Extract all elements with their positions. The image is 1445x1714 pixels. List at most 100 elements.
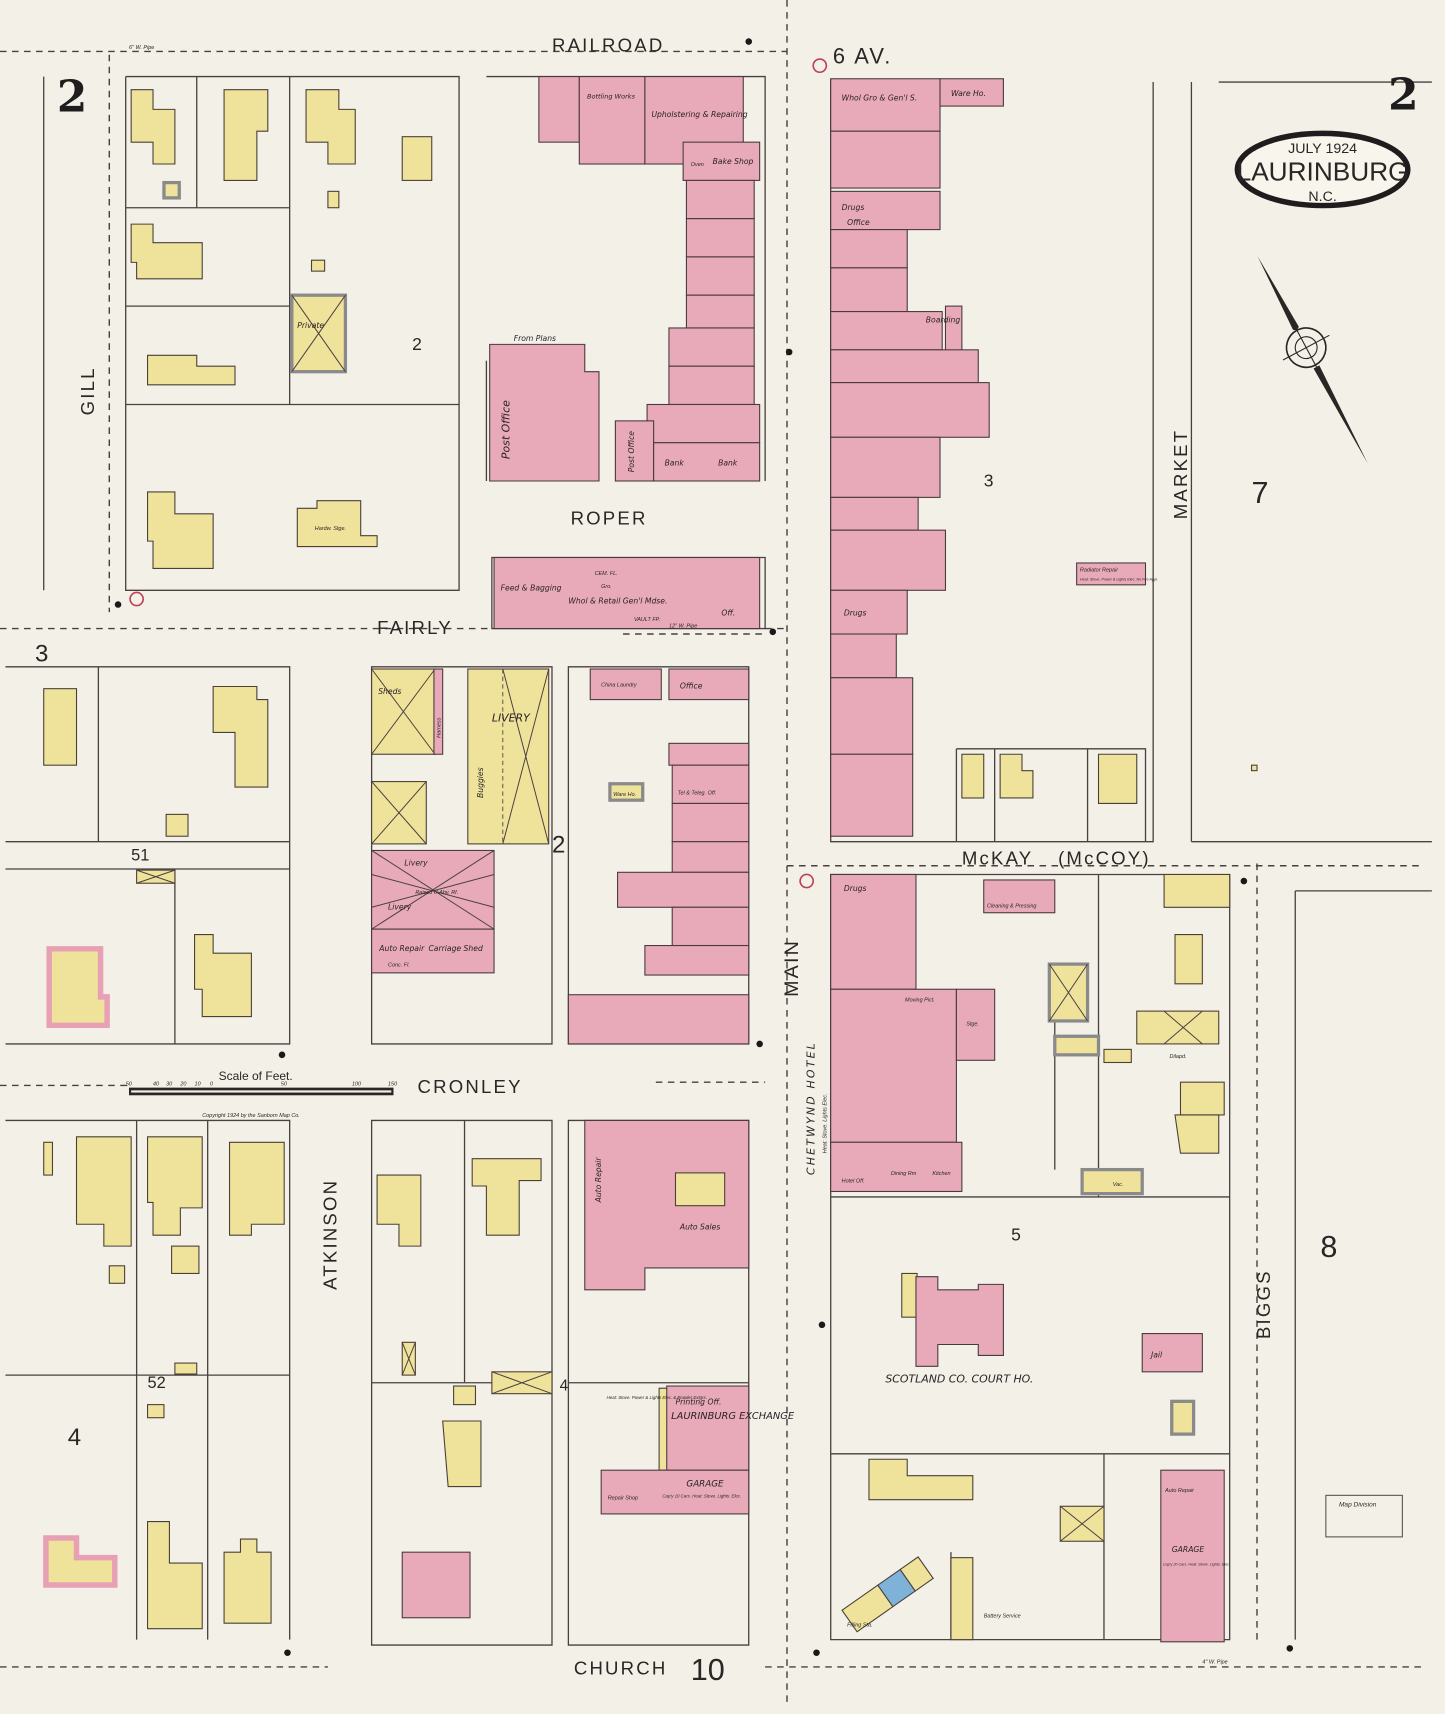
label-livery-2: Livery	[404, 859, 428, 868]
label-pipe-4: 4" W. Pipe	[1202, 1660, 1227, 1666]
street-gill: GILL	[77, 366, 98, 415]
block-51: 51	[131, 846, 149, 864]
label-stge: Stge.	[966, 1021, 979, 1027]
block-8: 8	[1320, 1230, 1337, 1264]
label-livery-3: Livery	[388, 902, 412, 911]
scale-tick: 0	[210, 1081, 213, 1087]
label-drugs-3: Drugs	[844, 884, 867, 893]
street-cronley: CRONLEY	[418, 1076, 523, 1097]
label-livery: LIVERY	[492, 711, 531, 724]
label-from-plans: From Plans	[514, 334, 556, 343]
label-garage-2-cap: Cap'y 20 Cars. Heat: Stove. Lights: Elec…	[1163, 1562, 1230, 1566]
street-mccoy: (McCOY)	[1058, 848, 1151, 869]
label-buggies: Buggies	[476, 767, 485, 798]
label-hotel-off: Hotel Off.	[842, 1179, 865, 1185]
label-drugs-2: Drugs	[844, 608, 867, 617]
label-vault: VAULT FP.	[634, 617, 660, 623]
label-garage: GARAGE	[686, 1480, 724, 1490]
scale-tick: 150	[388, 1081, 397, 1087]
street-6th-av: 6 AV.	[833, 43, 893, 68]
block-7: 7	[1252, 476, 1269, 510]
label-auto-repair-2: Auto Repair	[594, 1157, 603, 1204]
label-dining: Dining Rm	[891, 1171, 917, 1177]
label-ware-ho-2: Ware Ho.	[951, 89, 986, 98]
label-dilapd: Dilapd.	[1170, 1054, 1187, 1060]
label-hardw-stge: Hardw. Stge.	[315, 526, 346, 532]
hydrant-markers	[114, 38, 1294, 1657]
title-date: JULY 1924	[1288, 141, 1357, 157]
label-hotel-heat: Heat: Stove. Lights Elec.	[822, 1093, 828, 1153]
title-cartouche: JULY 1924 LAURINBURG N.C.	[1234, 130, 1411, 209]
label-feed: Feed & Bagging	[501, 583, 562, 592]
label-repair-shop: Repair Shop	[608, 1496, 638, 1502]
street-biggs: BIGGS	[1253, 1269, 1274, 1339]
label-office: Office	[680, 682, 703, 691]
street-mckay: McKAY	[962, 848, 1034, 869]
label-conc-fl: Conc. Fl.	[388, 962, 410, 968]
svg-text:Map Division: Map Division	[1339, 1501, 1377, 1508]
copyright: Copyright 1924 by the Sanborn Map Co.	[202, 1113, 300, 1119]
building-labels: Upholstering & Repairing Bottling Works …	[129, 45, 1230, 1665]
label-office-2: Office	[847, 218, 870, 227]
block-3: 3	[984, 470, 994, 490]
label-cem-fl: CEM. FL.	[595, 571, 618, 577]
title-state: N.C.	[1308, 189, 1336, 205]
scale-tick: 50	[281, 1081, 287, 1087]
label-raised: Raised 6' Abv. Rf.	[415, 890, 458, 896]
scale-bar: Scale of Feet. 50 40 30 20 10 0 50 100 1…	[126, 1069, 397, 1119]
block-5: 5	[1011, 1225, 1021, 1245]
label-garage-cap: Cap'y 10 Cars. Heat: Stove. Lights: Elec…	[662, 1494, 741, 1499]
label-bake-shop: Bake Shop	[713, 157, 754, 166]
label-jail: Jail	[1149, 1351, 1163, 1360]
label-off: Off.	[721, 608, 735, 617]
label-private: Private	[297, 321, 324, 330]
label-vac: Vac.	[1113, 1182, 1124, 1188]
brick-buildings	[371, 76, 1225, 1643]
label-pipe-12: 12" W. Pipe	[669, 623, 697, 629]
label-laurinburg-exchange: LAURINBURG EXCHANGE	[671, 1411, 795, 1422]
scale-title: Scale of Feet.	[219, 1069, 293, 1083]
label-harness: Harness	[436, 717, 442, 738]
label-auto-sales: Auto Sales	[679, 1223, 721, 1232]
title-city: LAURINBURG	[1237, 156, 1409, 186]
label-garage-2: GARAGE	[1172, 1545, 1205, 1554]
scale-tick: 40	[153, 1081, 159, 1087]
label-exchange-heat: Heat: Stove. Power & Lights Elec. & Powd…	[607, 1395, 707, 1400]
sheet-number-right: 2	[1388, 69, 1418, 120]
label-ware-ho: Ware Ho.	[613, 792, 636, 798]
street-roper: ROPER	[571, 508, 648, 529]
block-4b: 4	[560, 1377, 569, 1394]
street-market: MARKET	[1170, 429, 1191, 520]
street-atkinson: ATKINSON	[320, 1179, 341, 1290]
label-tel: Tel & Teleg. Off.	[678, 791, 717, 797]
water-pipes	[0, 0, 1421, 1706]
frame-buildings	[43, 89, 1258, 1641]
street-names: RAILROAD 6 AV. GILL ROPER FAIRLY CRONLEY…	[77, 34, 1274, 1678]
scale-tick: 20	[179, 1081, 186, 1087]
label-upholstering: Upholstering & Repairing	[651, 110, 747, 119]
block-3-left: 3	[35, 640, 48, 667]
label-court-house: SCOTLAND CO. COURT HO.	[885, 1373, 1033, 1386]
street-main: MAIN	[781, 939, 803, 997]
block-2a: 2	[412, 334, 422, 354]
label-drugs: Drugs	[842, 203, 865, 212]
label-kitchen: Kitchen	[932, 1171, 950, 1177]
scale-tick: 50	[126, 1081, 132, 1087]
street-fairly: FAIRLY	[377, 617, 453, 638]
scale-tick: 10	[195, 1081, 201, 1087]
label-radiator-repair: Radiator Repair	[1080, 568, 1118, 574]
label-chetwynd: CHETWYND HOTEL	[804, 1041, 817, 1175]
map-division-stamp: Map Division	[1325, 1494, 1403, 1538]
label-bottling: Bottling Works	[587, 92, 636, 100]
label-bank-2: Bank	[718, 459, 738, 468]
block-52: 52	[148, 1374, 166, 1392]
block-2b: 2	[552, 832, 565, 859]
label-oven: Oven	[691, 162, 704, 168]
block-numbers: 2 2 3 3 4 4 5 7 8 10 51 52	[35, 334, 1337, 1687]
label-cleaning: Cleaning & Pressing	[987, 903, 1036, 909]
street-railroad: RAILROAD	[552, 34, 664, 55]
label-auto-repair-3: Auto Repair	[1164, 1488, 1194, 1494]
north-arrow-icon	[1257, 255, 1368, 464]
label-filling: Filling Sta.	[847, 1623, 872, 1629]
